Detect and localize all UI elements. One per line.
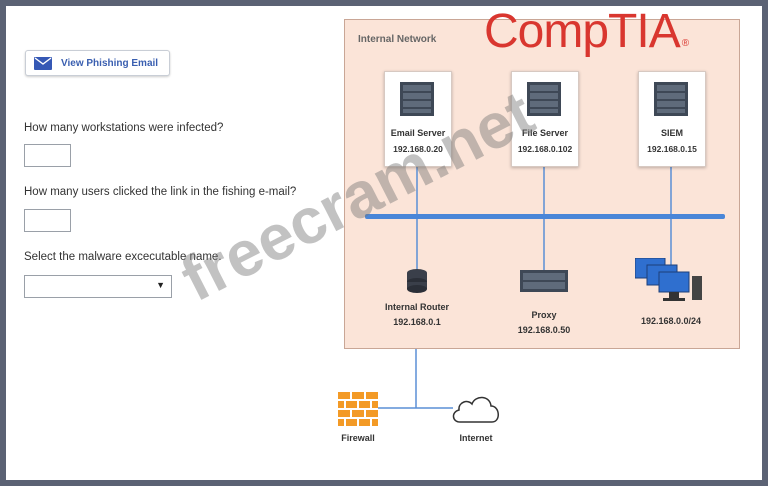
server-icon: [527, 82, 561, 116]
server-name: Email Server: [390, 128, 446, 138]
router-icon[interactable]: [406, 268, 428, 294]
proxy-name: Proxy: [531, 310, 557, 320]
question-workstations: How many workstations were infected?: [24, 122, 224, 134]
server-name: SIEM: [660, 128, 683, 138]
internet-name: Internet: [459, 433, 493, 443]
router-ip: 192.168.0.1: [393, 317, 441, 327]
malware-name-select[interactable]: ▼: [24, 275, 172, 298]
comptia-logo-text: CompTIA: [484, 6, 681, 58]
server-ip: 192.168.0.20: [393, 144, 443, 154]
firewall-icon[interactable]: [338, 392, 378, 426]
server-name: File Server: [521, 128, 569, 138]
router-name: Internal Router: [384, 302, 449, 312]
email-server-card[interactable]: Email Server 192.168.0.20: [384, 71, 452, 167]
view-phishing-email-label: View Phishing Email: [61, 57, 159, 69]
cloud-icon[interactable]: [450, 392, 502, 426]
server-ip: 192.168.0.15: [647, 144, 697, 154]
proxy-icon[interactable]: [520, 270, 568, 292]
proxy-ip: 192.168.0.50: [517, 325, 571, 335]
network-bus: [365, 214, 725, 219]
firewall-name: Firewall: [341, 433, 375, 443]
server-ip: 192.168.0.102: [517, 144, 573, 154]
envelope-icon: [34, 56, 52, 70]
main-panel: View Phishing Email How many workstation…: [6, 6, 762, 480]
external-links: [378, 349, 453, 409]
question-users-clicked: How many users clicked the link in the f…: [24, 186, 297, 198]
server-icon: [654, 82, 688, 116]
users-clicked-input[interactable]: [24, 209, 71, 232]
server-icon: [400, 82, 434, 116]
dropdown-arrow-icon: ▼: [156, 280, 165, 290]
workstations-ip: 192.168.0.0/24: [640, 316, 702, 326]
workstations-icon[interactable]: [635, 258, 705, 304]
workstations-infected-input[interactable]: [24, 144, 71, 167]
question-malware-name: Select the malware excecutable name.: [24, 251, 222, 263]
comptia-logo: CompTIA®: [484, 6, 689, 59]
registered-mark: ®: [681, 38, 689, 49]
view-phishing-email-button[interactable]: View Phishing Email: [25, 50, 170, 76]
internal-network-zone: Internal Network Email Server 192.168.0.…: [344, 19, 740, 349]
siem-card[interactable]: SIEM 192.168.0.15: [638, 71, 706, 167]
network-links: [365, 165, 725, 270]
internal-network-title: Internal Network: [358, 34, 437, 45]
file-server-card[interactable]: File Server 192.168.0.102: [511, 71, 579, 167]
